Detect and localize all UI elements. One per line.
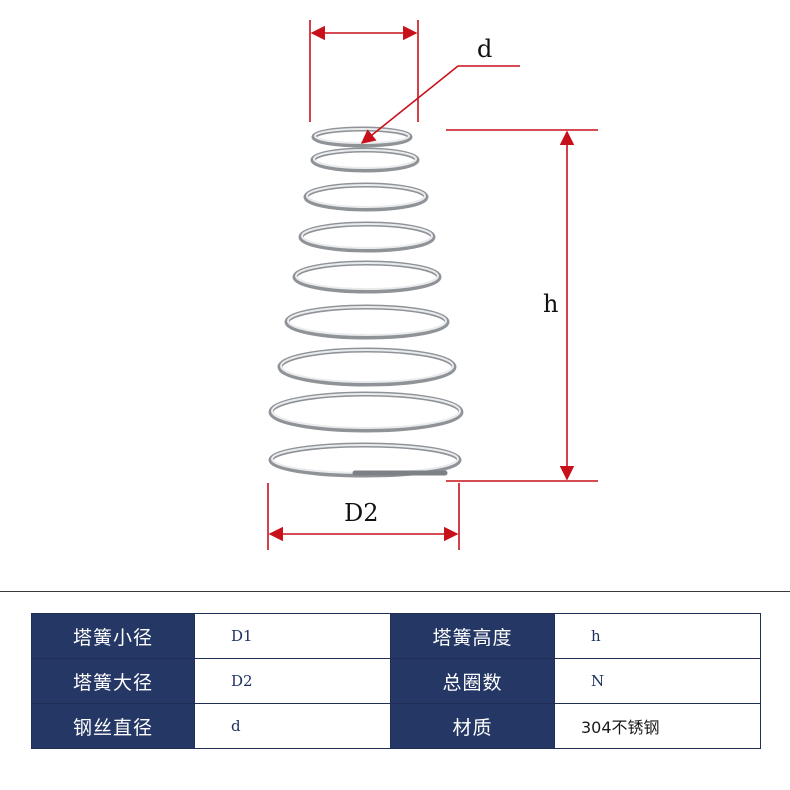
spec-value: d [194, 703, 391, 749]
spec-table: 塔簧小径 D1 塔簧高度 h 塔簧大径 D2 总圈数 N 钢丝直径 d 材质 3… [31, 613, 761, 749]
large-diameter-dimension [267, 483, 460, 550]
spec-key: 总圈数 [390, 658, 555, 704]
spec-key: 钢丝直径 [31, 703, 195, 749]
spec-value: 304不锈钢 [554, 703, 761, 749]
wire-diameter-dimension [309, 20, 520, 144]
spec-key: 材质 [390, 703, 555, 749]
conical-spring [268, 126, 464, 478]
table-row: 塔簧大径 D2 总圈数 N [31, 658, 761, 704]
spec-value: N [554, 658, 761, 704]
spec-key: 塔簧高度 [390, 613, 555, 659]
spec-value: h [554, 613, 761, 659]
D2-label: D2 [344, 499, 379, 527]
spring-dimension-diagram: d h D2 [267, 20, 598, 550]
spec-value: D1 [194, 613, 391, 659]
spec-key: 塔簧小径 [31, 613, 195, 659]
spec-value: D2 [194, 658, 391, 704]
section-divider [0, 591, 790, 592]
spec-key: 塔簧大径 [31, 658, 195, 704]
table-row: 塔簧小径 D1 塔簧高度 h [31, 613, 761, 659]
height-dimension [446, 129, 598, 482]
d-label: d [477, 35, 492, 63]
h-label: h [543, 290, 558, 318]
table-row: 钢丝直径 d 材质 304不锈钢 [31, 703, 761, 749]
